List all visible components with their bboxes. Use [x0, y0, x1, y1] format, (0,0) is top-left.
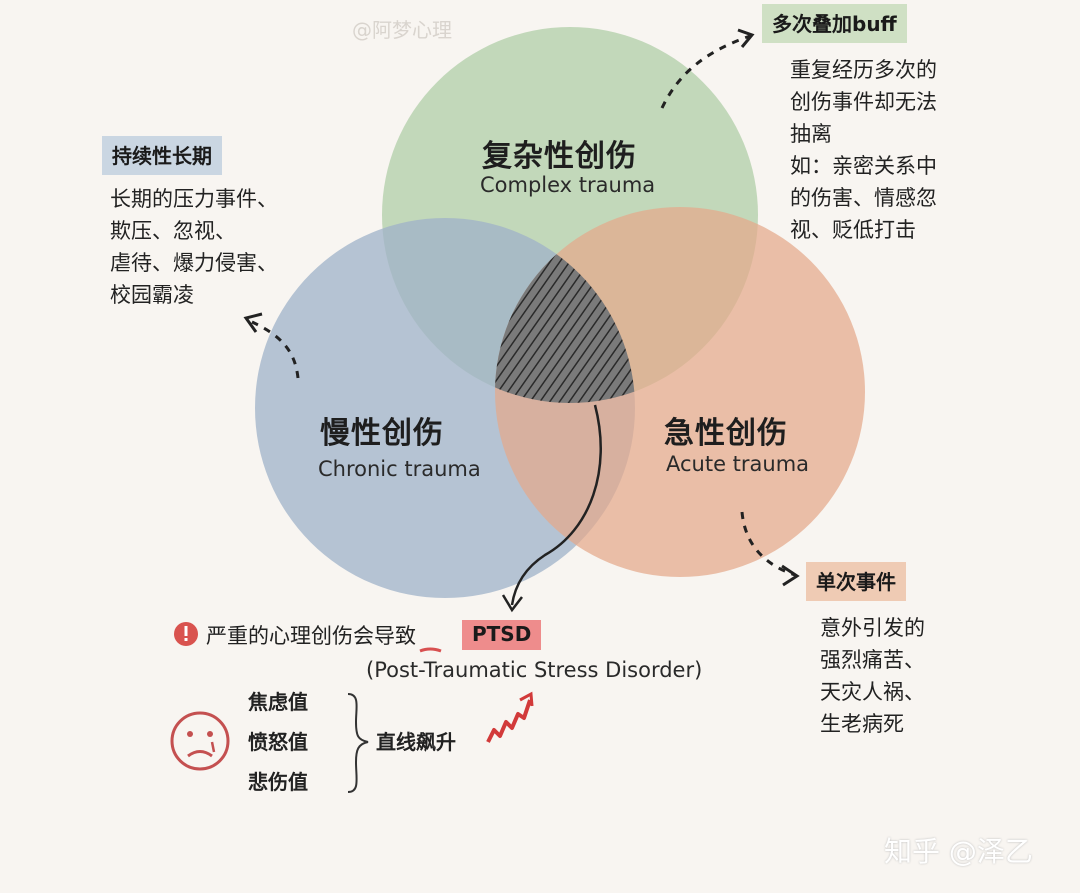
- complex-note-line: 视、贬低打击: [790, 218, 916, 242]
- complex-trauma-subtitle: Complex trauma: [480, 173, 656, 197]
- dashed-arrow-complex: [660, 34, 751, 109]
- complex-note-line: 如：亲密关系中: [790, 154, 937, 178]
- complex-note-tag: 多次叠加buff: [762, 4, 907, 43]
- ptsd-full-name: (Post-Traumatic Stress Disorder): [366, 658, 703, 682]
- ptsd-warning-text: 严重的心理创伤会导致: [206, 624, 416, 648]
- arrowhead-ptsd: [501, 594, 523, 613]
- acute-note-tag: 单次事件: [806, 562, 906, 601]
- underline-accent: [419, 647, 442, 653]
- arrow-to-ptsd: [510, 404, 602, 606]
- acute-note-line: 生老病死: [820, 712, 904, 736]
- acute-note-line: 强烈痛苦、: [820, 648, 925, 672]
- zigzag-up-arrow-icon: [486, 691, 534, 743]
- acute-note-text: 意外引发的 强烈痛苦、 天灾人祸、 生老病死: [820, 612, 925, 740]
- chronic-note-line: 欺压、忽视、: [110, 219, 236, 243]
- chronic-note-line: 虐待、爆力侵害、: [110, 251, 278, 275]
- complex-note-line: 创伤事件却无法: [790, 90, 937, 114]
- exclamation-circle-icon: [174, 622, 198, 646]
- acute-trauma-title: 急性创伤: [664, 416, 788, 451]
- arrowhead-complex: [737, 28, 755, 48]
- emotion-sadness: 悲伤值: [248, 770, 308, 794]
- chronic-trauma-title: 慢性创伤: [320, 416, 444, 451]
- dashed-arrow-acute: [740, 511, 796, 577]
- chronic-note-text: 长期的压力事件、 欺压、忽视、 虐待、爆力侵害、 校园霸凌: [110, 183, 278, 311]
- sad-face-icon: [170, 711, 230, 771]
- emotion-anger: 愤怒值: [248, 730, 308, 754]
- emotion-trend-text: 直线飙升: [376, 730, 456, 754]
- chronic-note-line: 校园霸凌: [110, 283, 194, 307]
- complex-note-text: 重复经历多次的 创伤事件却无法 抽离 如：亲密关系中 的伤害、情感忽 视、贬低打…: [790, 54, 937, 246]
- arrowhead-chronic: [243, 312, 263, 333]
- acute-note-line: 天灾人祸、: [820, 680, 925, 704]
- emotions-brace: [347, 693, 369, 793]
- complex-note-line: 重复经历多次的: [790, 58, 937, 82]
- complex-trauma-title: 复杂性创伤: [482, 139, 637, 174]
- emotion-anxiety: 焦虑值: [248, 690, 308, 714]
- arrowhead-acute: [781, 564, 800, 587]
- chronic-note-tag: 持续性长期: [102, 136, 222, 175]
- emotion-list: 焦虑值 愤怒值 悲伤值: [248, 682, 308, 802]
- watermark-bottom: 知乎 @泽乙: [884, 835, 1033, 868]
- complex-note-line: 抽离: [790, 122, 832, 146]
- watermark-top: @阿梦心理: [352, 18, 452, 42]
- chronic-trauma-subtitle: Chronic trauma: [318, 457, 481, 481]
- ptsd-badge: PTSD: [462, 620, 542, 650]
- complex-note-line: 的伤害、情感忽: [790, 186, 937, 210]
- acute-trauma-subtitle: Acute trauma: [666, 452, 810, 476]
- chronic-note-line: 长期的压力事件、: [110, 187, 278, 211]
- acute-note-line: 意外引发的: [820, 616, 925, 640]
